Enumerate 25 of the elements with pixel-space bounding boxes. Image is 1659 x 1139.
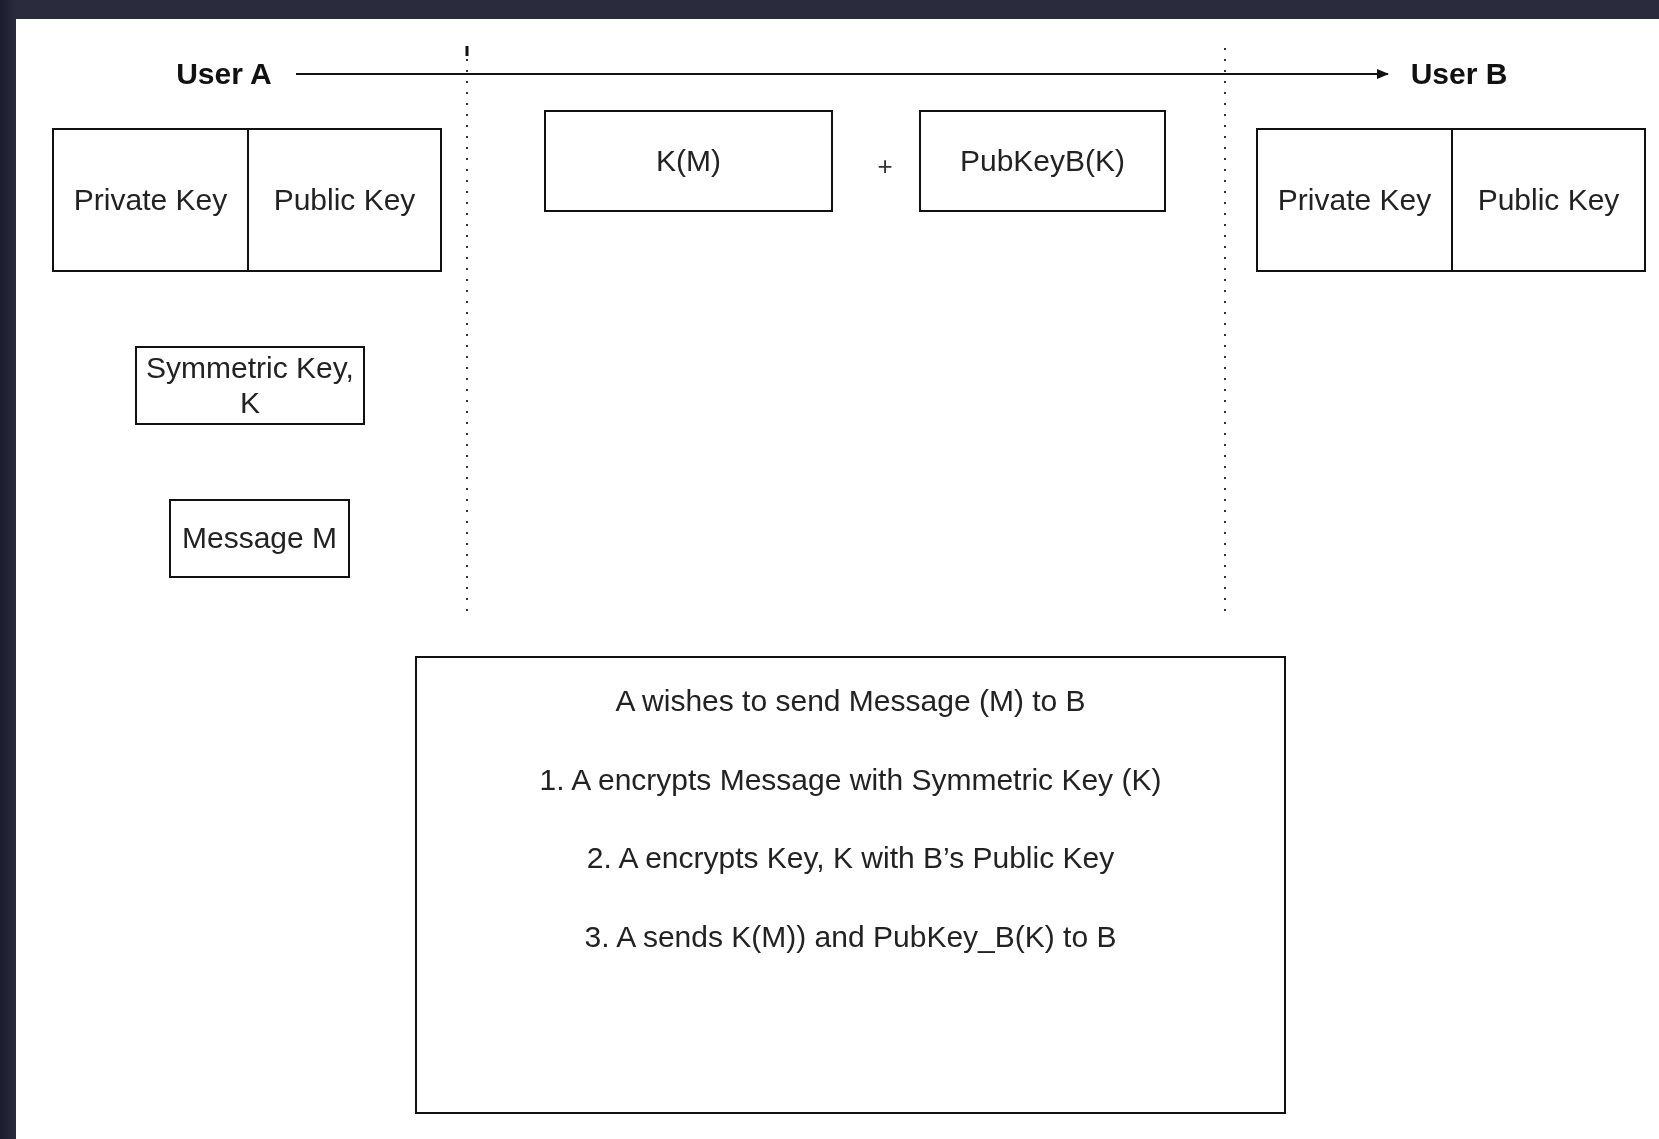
box-label: Message M: [181, 521, 338, 556]
note-text: 1. A encrypts Message with Symmetric Key (K): [539, 762, 1162, 797]
note-text: 3. A sends K(M)) and PubKey_B(K) to B: [584, 919, 1117, 954]
key-box: [1451, 128, 1646, 272]
user-label: User B: [1396, 54, 1522, 94]
box-label: PubKeyB(K): [959, 143, 1126, 179]
user-label: User A: [160, 54, 288, 94]
key-box: [52, 128, 249, 272]
box-label: Public Key: [273, 182, 416, 218]
arrow: [295, 69, 1389, 79]
note-text: A wishes to send Message (M) to B: [615, 684, 1086, 719]
box-label: Public Key: [1477, 182, 1620, 218]
plus-sign: +: [877, 150, 893, 182]
key-box: [169, 499, 350, 578]
box-label: Symmetric Key, K: [145, 351, 355, 420]
key-box: [247, 128, 442, 272]
key-box: [135, 346, 365, 425]
notes-box: [415, 656, 1286, 1114]
box-label: K(M): [656, 143, 721, 179]
note-text: 2. A encrypts Key, K with B’s Public Key: [586, 841, 1115, 876]
box-label: Private Key: [73, 182, 228, 218]
key-box: [919, 110, 1166, 212]
key-box: [1256, 128, 1453, 272]
box-label: Private Key: [1277, 182, 1432, 218]
key-box: [544, 110, 833, 212]
